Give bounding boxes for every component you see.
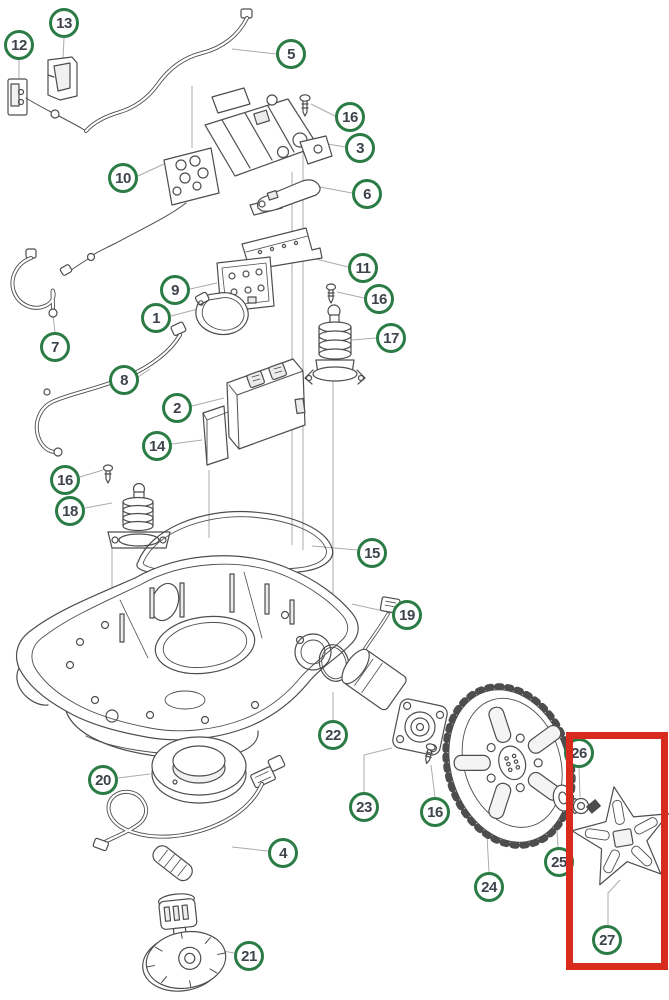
part-damper-18 <box>107 482 171 549</box>
callout-6: 6 <box>352 179 382 209</box>
part-ring-20 <box>151 736 247 804</box>
callout-16: 16 <box>364 284 394 314</box>
screw-16-b <box>325 283 337 304</box>
callout-18: 18 <box>55 496 85 526</box>
part-foam-14 <box>202 405 229 466</box>
part-control-box-2 <box>226 358 306 450</box>
screw-16-c <box>102 464 114 484</box>
callout-16: 16 <box>50 465 80 495</box>
part-cap-27 <box>571 786 669 886</box>
callout-1: 1 <box>141 303 171 333</box>
callout-15: 15 <box>357 538 387 568</box>
part-chassis-19 <box>15 555 359 760</box>
part-bracket-13 <box>47 56 78 101</box>
part-loop-1 <box>194 291 249 336</box>
callout-23: 23 <box>349 792 379 822</box>
callout-7: 7 <box>40 332 70 362</box>
callout-5: 5 <box>276 39 306 69</box>
callout-14: 14 <box>142 431 172 461</box>
callout-22: 22 <box>318 720 348 750</box>
part-caster-21 <box>142 893 227 992</box>
callout-20: 20 <box>88 765 118 795</box>
part-body-3 <box>204 87 333 177</box>
callout-8: 8 <box>109 365 139 395</box>
callout-3: 3 <box>345 133 375 163</box>
part-motor-23 <box>341 596 448 756</box>
part-wire-guide-6 <box>249 179 321 216</box>
callout-4: 4 <box>268 838 298 868</box>
callout-19: 19 <box>392 600 422 630</box>
callout-12: 12 <box>4 30 34 60</box>
callout-27: 27 <box>592 925 622 955</box>
part-cable-4 <box>92 754 286 882</box>
screw-16-a <box>299 94 311 117</box>
callout-16: 16 <box>420 797 450 827</box>
part-pcb-10 <box>59 147 220 276</box>
callout-16: 16 <box>335 102 365 132</box>
highlight-box <box>566 732 668 970</box>
callout-10: 10 <box>108 163 138 193</box>
part-bracket-12 <box>7 78 87 132</box>
part-damper-17 <box>304 304 366 385</box>
part-cable-7 <box>10 248 58 318</box>
part-cable-5 <box>84 8 253 133</box>
callout-9: 9 <box>160 275 190 305</box>
part-cable-8 <box>34 321 187 457</box>
screw-16-d <box>424 743 436 765</box>
part-oring-22 <box>318 644 350 682</box>
callout-17: 17 <box>376 323 406 353</box>
callout-21: 21 <box>234 941 264 971</box>
callout-2: 2 <box>162 393 192 423</box>
callout-24: 24 <box>474 872 504 902</box>
callout-11: 11 <box>348 253 378 283</box>
callout-13: 13 <box>49 8 79 38</box>
